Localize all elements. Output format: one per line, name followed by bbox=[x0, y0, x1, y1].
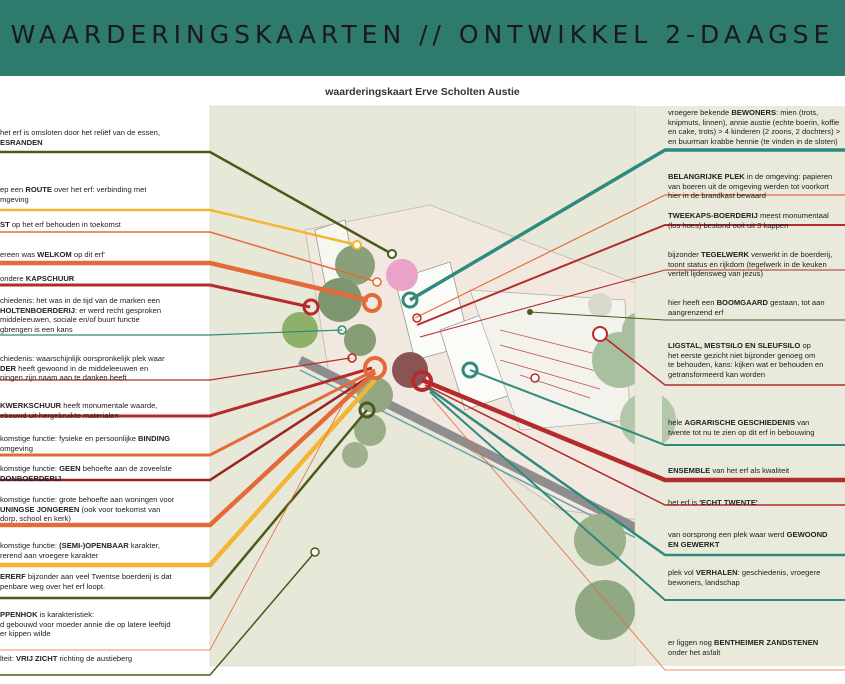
label-route: ep een ROUTE over het erf: verbinding me… bbox=[0, 185, 147, 204]
ditch bbox=[299, 369, 641, 541]
label-verhalen: plek vol VERHALEN: geschiedenis, vroeger… bbox=[668, 568, 821, 587]
label-boomgaard: hier heeft een BOOMGAARD gestaan, tot aa… bbox=[668, 298, 825, 317]
page-title: WAARDERINGSKAARTEN // ONTWIKKEL 2-DAAGSE bbox=[10, 20, 835, 49]
header-bar: WAARDERINGSKAARTEN // ONTWIKKEL 2-DAAGSE bbox=[0, 0, 845, 76]
silo-lines bbox=[499, 329, 601, 399]
label-echt-twente: het erf is 'ECHT TWENTE' bbox=[668, 498, 758, 507]
map-edge-strip bbox=[635, 106, 662, 666]
label-tegelwerk: bijzonder TEGELWERK verwerkt in de boerd… bbox=[668, 250, 833, 279]
label-vakwerkschuur: KWERKSCHUUR heeft monumentale waarde,ebo… bbox=[0, 401, 158, 420]
label-jongeren: komstige functie: grote behoefte aan won… bbox=[0, 495, 175, 524]
map-subtitle: waarderingskaart Erve Scholten Austie bbox=[325, 86, 520, 98]
label-ensemble: ENSEMBLE van het erf als kwaliteit bbox=[668, 466, 790, 475]
label-belangrijke-plek: BELANGRIJKE PLEK in de omgeving: papiere… bbox=[668, 172, 833, 201]
label-welkom: ereen was WELKOM op dit erf' bbox=[0, 250, 105, 259]
map-markers bbox=[302, 240, 608, 557]
label-bewoners: vroegere bekende BEWONERS: mien (trots,k… bbox=[668, 108, 841, 146]
label-gewoond: van oorsprong een plek waar werd GEWOOND… bbox=[668, 530, 828, 549]
label-geen: komstige functie: GEEN behoefte aan de z… bbox=[0, 464, 172, 483]
label-scholtenboerderij: chiedenis: het was in de tijd van de mar… bbox=[0, 296, 162, 334]
label-esranden: het erf is omsloten door het reliëf van … bbox=[0, 128, 160, 147]
label-binding: komstige functie: fysieke en persoonlijk… bbox=[0, 434, 171, 453]
leader-lines-left bbox=[0, 150, 393, 676]
label-kapschuur: ondere KAPSCHUUR bbox=[0, 274, 75, 283]
label-kippenhok: PPENHOK is karakteristiek:d gebouwd voor… bbox=[0, 610, 171, 639]
leader-lines-right bbox=[409, 148, 845, 671]
label-rust: ST op het erf behouden in toekomst bbox=[0, 220, 121, 229]
label-vrij-zicht: lteit: VRIJ ZICHT richting de austieberg bbox=[0, 654, 133, 663]
label-openbaar: komstige functie: (SEMI-)OPENBAAR karakt… bbox=[0, 541, 160, 560]
label-ridder: chiedenis: waarschijnlijk oorspronkelijk… bbox=[0, 354, 165, 383]
label-doorerf: ERERF bijzonder aan veel Twentse boerder… bbox=[0, 572, 172, 591]
site-map-edge bbox=[635, 106, 845, 666]
label-tweekaps: TWEEKAPS-BOERDERIJ meest monumentaal(los… bbox=[668, 211, 829, 230]
